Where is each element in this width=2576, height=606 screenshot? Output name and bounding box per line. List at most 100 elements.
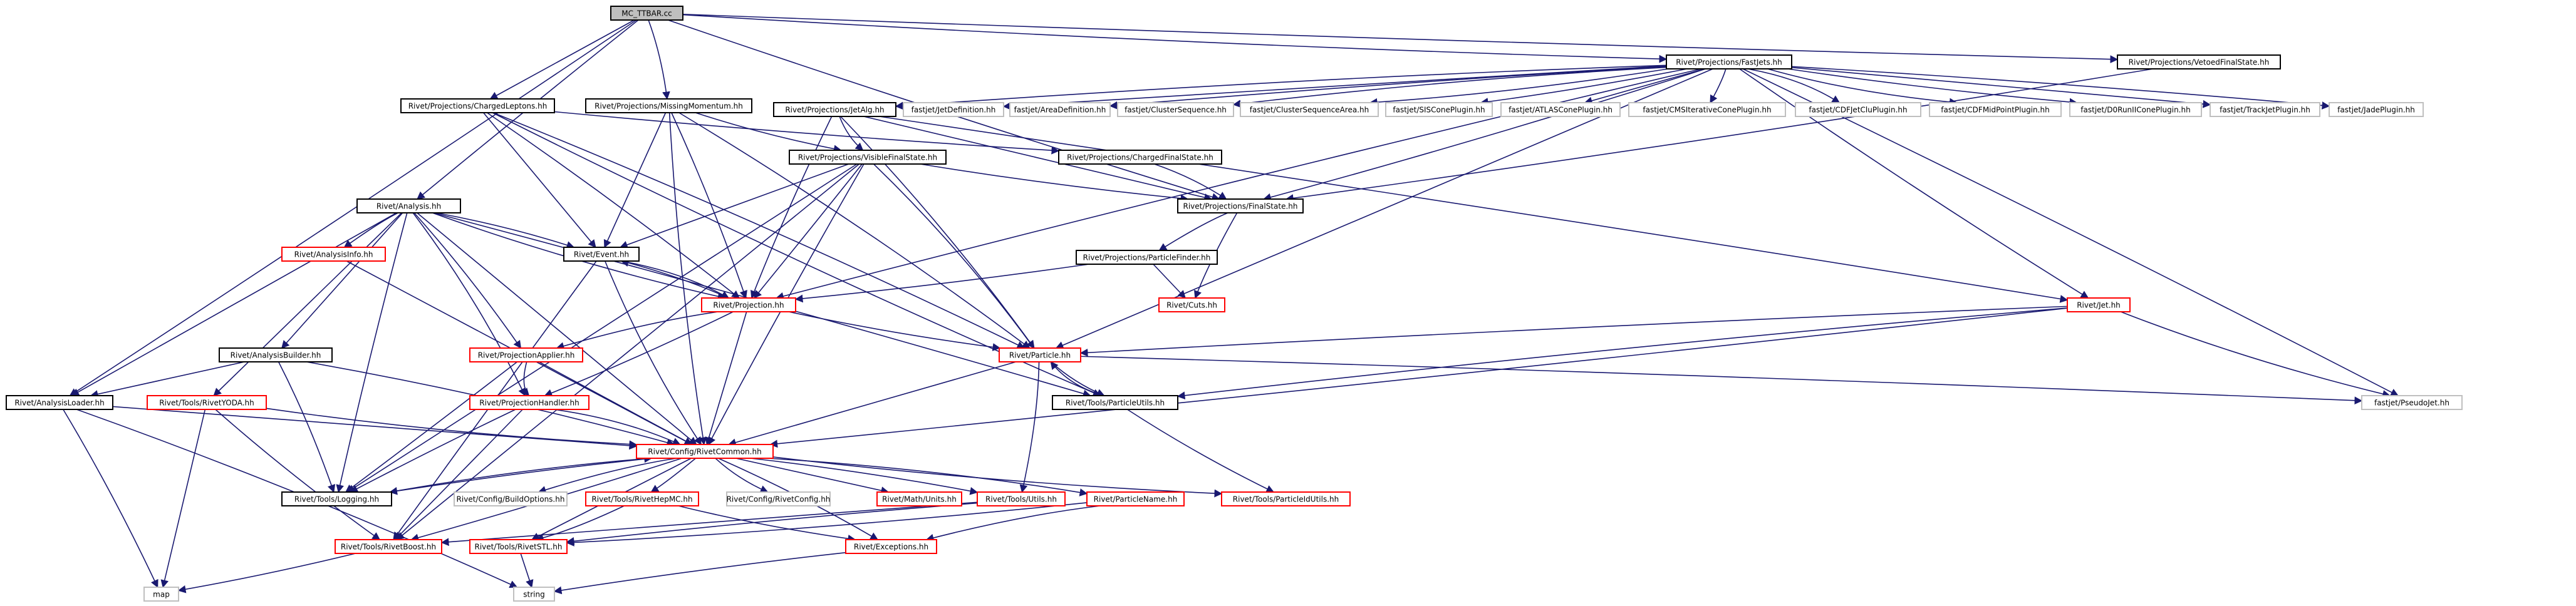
node-box-rivetstl[interactable] (469, 539, 568, 554)
node-box-d0run[interactable] (2069, 102, 2202, 117)
node-rivetconfig[interactable]: Rivet/Config/RivetConfig.hh (726, 491, 831, 506)
node-rivetyoda[interactable]: Rivet/Tools/RivetYODA.hh (147, 395, 267, 410)
node-siscone[interactable]: fastjet/SISConePlugin.hh (1385, 102, 1493, 117)
node-particleutils[interactable]: Rivet/Tools/ParticleUtils.hh (1052, 395, 1178, 410)
node-box-event[interactable] (563, 247, 640, 262)
node-exceptions[interactable]: Rivet/Exceptions.hh (845, 539, 937, 554)
node-box-rivetyoda[interactable] (147, 395, 267, 410)
node-atlascone[interactable]: fastjet/ATLASConePlugin.hh (1500, 102, 1621, 117)
node-analysis[interactable]: Rivet/Analysis.hh (356, 198, 461, 213)
node-box-chargedfs[interactable] (1058, 150, 1222, 165)
node-logging[interactable]: Rivet/Tools/Logging.hh (281, 491, 392, 506)
node-clusterseq[interactable]: fastjet/ClusterSequence.hh (1117, 102, 1234, 117)
node-box-projection[interactable] (701, 297, 796, 312)
node-rivethepmc[interactable]: Rivet/Tools/RivetHepMC.hh (585, 491, 699, 506)
node-box-trackjet[interactable] (2210, 102, 2320, 117)
node-mc[interactable]: MC_TTBAR.cc (610, 6, 683, 21)
node-box-rivetcommon[interactable] (636, 444, 774, 459)
node-box-particlename[interactable] (1086, 491, 1185, 506)
node-box-analysisinfo[interactable] (281, 247, 386, 262)
node-particle[interactable]: Rivet/Particle.hh (999, 347, 1081, 362)
node-mathunits[interactable]: Rivet/Math/Units.hh (876, 491, 962, 506)
node-tools_utils[interactable]: Rivet/Tools/Utils.hh (977, 491, 1066, 506)
node-box-chargedleptons[interactable] (400, 98, 555, 113)
node-box-projhandler[interactable] (469, 395, 589, 410)
node-box-clusterseq[interactable] (1117, 102, 1234, 117)
node-box-atlascone[interactable] (1500, 102, 1621, 117)
node-cuts[interactable]: Rivet/Cuts.hh (1158, 297, 1225, 312)
node-finalstate[interactable]: Rivet/Projections/FinalState.hh (1177, 198, 1304, 213)
node-fastjets[interactable]: Rivet/Projections/FastJets.hh (1666, 54, 1792, 69)
node-jetdef[interactable]: fastjet/JetDefinition.hh (903, 102, 1004, 117)
node-box-analysis[interactable] (356, 198, 461, 213)
node-box-jetalg[interactable] (773, 102, 896, 117)
node-areadef[interactable]: fastjet/AreaDefinition.hh (1009, 102, 1111, 117)
node-box-missingmomentum[interactable] (585, 98, 752, 113)
node-rivetstl[interactable]: Rivet/Tools/RivetSTL.hh (469, 539, 568, 554)
node-clusterseqarea[interactable]: fastjet/ClusterSequenceArea.hh (1240, 102, 1379, 117)
node-box-string[interactable] (513, 587, 555, 602)
node-box-jetdef[interactable] (903, 102, 1004, 117)
node-box-cdfjetclu[interactable] (1795, 102, 1921, 117)
node-box-jet[interactable] (2067, 297, 2131, 312)
node-vetoed[interactable]: Rivet/Projections/VetoedFinalState.hh (2117, 54, 2281, 69)
node-projapplier[interactable]: Rivet/ProjectionApplier.hh (469, 347, 583, 362)
node-chargedfs[interactable]: Rivet/Projections/ChargedFinalState.hh (1058, 150, 1222, 165)
node-box-mathunits[interactable] (876, 491, 962, 506)
node-pseudojet[interactable]: fastjet/PseudoJet.hh (2361, 395, 2463, 410)
node-trackjet[interactable]: fastjet/TrackJetPlugin.hh (2210, 102, 2320, 117)
node-string[interactable]: string (513, 587, 555, 602)
node-box-map[interactable] (143, 587, 179, 602)
node-missingmomentum[interactable]: Rivet/Projections/MissingMomentum.hh (585, 98, 752, 113)
node-box-cuts[interactable] (1158, 297, 1225, 312)
node-d0run[interactable]: fastjet/D0RunIIConePlugin.hh (2069, 102, 2202, 117)
node-box-finalstate[interactable] (1177, 198, 1304, 213)
node-box-rivetconfig[interactable] (726, 491, 831, 506)
node-jetalg[interactable]: Rivet/Projections/JetAlg.hh (773, 102, 896, 117)
node-box-tools_utils[interactable] (977, 491, 1066, 506)
node-box-vetoed[interactable] (2117, 54, 2281, 69)
node-cdfjetclu[interactable]: fastjet/CDFJetCluPlugin.hh (1795, 102, 1921, 117)
node-analysisinfo[interactable]: Rivet/AnalysisInfo.hh (281, 247, 386, 262)
node-particlename[interactable]: Rivet/ParticleName.hh (1086, 491, 1185, 506)
node-box-particlefinder[interactable] (1076, 250, 1218, 265)
node-box-fastjets[interactable] (1666, 54, 1792, 69)
node-visiblefs[interactable]: Rivet/Projections/VisibleFinalState.hh (789, 150, 947, 165)
node-box-mc[interactable] (610, 6, 683, 21)
node-cmsiter[interactable]: fastjet/CMSIterativeConePlugin.hh (1628, 102, 1786, 117)
node-jet[interactable]: Rivet/Jet.hh (2067, 297, 2131, 312)
node-particlefinder[interactable]: Rivet/Projections/ParticleFinder.hh (1076, 250, 1218, 265)
node-cdfmid[interactable]: fastjet/CDFMidPointPlugin.hh (1929, 102, 2062, 117)
node-particleidutils[interactable]: Rivet/Tools/ParticleIdUtils.hh (1221, 491, 1351, 506)
node-box-logging[interactable] (281, 491, 392, 506)
node-box-rivethepmc[interactable] (585, 491, 699, 506)
node-box-pseudojet[interactable] (2361, 395, 2463, 410)
node-projhandler[interactable]: Rivet/ProjectionHandler.hh (469, 395, 589, 410)
node-event[interactable]: Rivet/Event.hh (563, 247, 640, 262)
node-box-siscone[interactable] (1385, 102, 1493, 117)
node-box-particle[interactable] (999, 347, 1081, 362)
node-buildoptions[interactable]: Rivet/Config/BuildOptions.hh (454, 491, 568, 506)
node-box-analysisloader[interactable] (6, 395, 113, 410)
node-box-visiblefs[interactable] (789, 150, 947, 165)
node-box-analysisbuilder[interactable] (219, 347, 333, 362)
node-box-particleutils[interactable] (1052, 395, 1178, 410)
node-box-clusterseqarea[interactable] (1240, 102, 1379, 117)
node-projection[interactable]: Rivet/Projection.hh (701, 297, 796, 312)
node-map[interactable]: map (143, 587, 179, 602)
node-box-projapplier[interactable] (469, 347, 583, 362)
node-box-areadef[interactable] (1009, 102, 1111, 117)
node-analysisloader[interactable]: Rivet/AnalysisLoader.hh (6, 395, 113, 410)
node-rivetcommon[interactable]: Rivet/Config/RivetCommon.hh (636, 444, 774, 459)
node-box-rivetboost[interactable] (335, 539, 442, 554)
node-box-exceptions[interactable] (845, 539, 937, 554)
node-rivetboost[interactable]: Rivet/Tools/RivetBoost.hh (335, 539, 442, 554)
node-box-buildoptions[interactable] (454, 491, 568, 506)
node-box-cdfmid[interactable] (1929, 102, 2062, 117)
node-analysisbuilder[interactable]: Rivet/AnalysisBuilder.hh (219, 347, 333, 362)
node-jade[interactable]: fastjet/JadePlugin.hh (2329, 102, 2424, 117)
node-chargedleptons[interactable]: Rivet/Projections/ChargedLeptons.hh (400, 98, 555, 113)
node-box-particleidutils[interactable] (1221, 491, 1351, 506)
node-box-jade[interactable] (2329, 102, 2424, 117)
node-box-cmsiter[interactable] (1628, 102, 1786, 117)
